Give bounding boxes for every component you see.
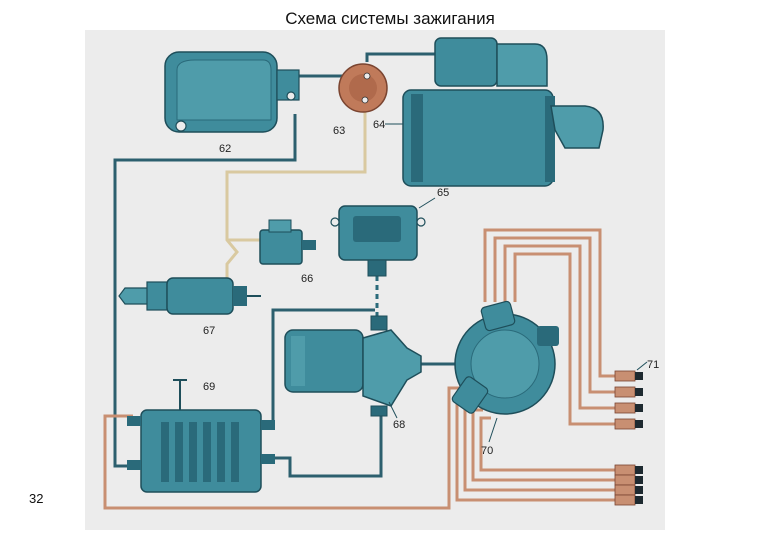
label-65: 65: [437, 187, 449, 199]
spark-plug-connector: [614, 484, 643, 496]
label-64: 64: [373, 119, 385, 131]
component-69-switch-unit: 69: [127, 379, 275, 493]
label-68: 68: [393, 419, 405, 431]
component-63-relay: 63: [333, 63, 388, 137]
spark-plug-connector: [614, 474, 643, 486]
wire-62-to-69: [113, 114, 297, 468]
label-63: 63: [333, 125, 345, 137]
label-69: 69: [203, 381, 215, 393]
ignition-diagram-svg: 62 63 64 65 66: [103, 37, 659, 510]
component-62-regulator: 62: [164, 51, 300, 155]
label-62: 62: [219, 143, 231, 155]
component-70-distributor: 70: [451, 300, 559, 457]
label-67: 67: [203, 325, 215, 337]
spark-plug-connector: [614, 386, 643, 398]
page-number: 32: [29, 491, 44, 506]
ignition-diagram: 62 63 64 65 66: [85, 30, 665, 530]
spark-plug-connector: [614, 494, 643, 506]
label-66: 66: [301, 273, 313, 285]
component-71-spark-plugs: 71: [614, 359, 659, 506]
spark-plug-connector: [614, 370, 643, 382]
component-67-ignition-switch: 67: [118, 277, 261, 337]
component-68-coil: 68: [284, 315, 422, 431]
spark-plug-connector: [614, 402, 643, 414]
label-70: 70: [481, 445, 493, 457]
component-66-relay: 66: [259, 219, 316, 285]
low-voltage-wires: [225, 96, 367, 288]
wire-69-to-68b: [263, 410, 383, 478]
component-65-commutator: 65: [330, 187, 449, 277]
spark-plug-connector: [614, 464, 643, 476]
slide-title: Схема системы зажигания: [285, 9, 495, 28]
label-71: 71: [647, 359, 659, 371]
spark-plug-connector: [614, 418, 643, 430]
component-64-starter: 64: [373, 37, 604, 187]
wire-63-to-64: [365, 52, 435, 62]
